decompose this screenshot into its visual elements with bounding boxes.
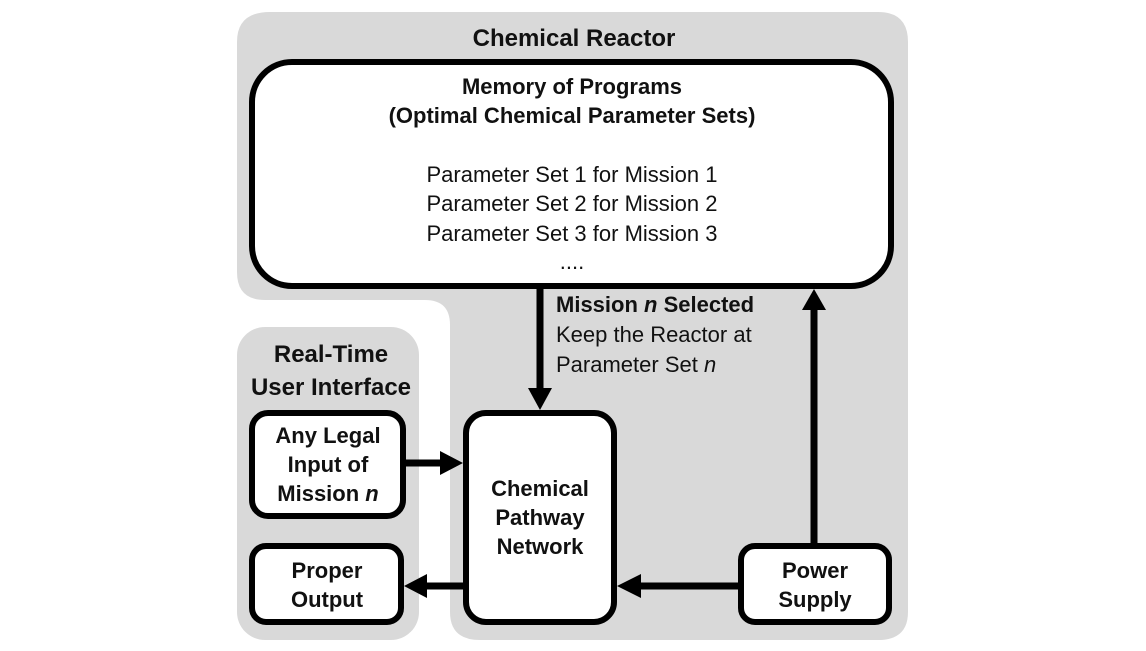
edge-label-line3-var: n [704, 352, 716, 377]
network-box-line2: Pathway [495, 505, 585, 530]
ui-panel-title-line2: User Interface [251, 374, 411, 401]
input-box-line3-var: n [365, 481, 378, 506]
edge-label-line1-pre: Mission [556, 292, 644, 317]
network-box: Chemical Pathway Network [463, 410, 617, 625]
power-box: Power Supply [738, 543, 892, 625]
memory-item-1: Parameter Set 1 for Mission 1 [426, 162, 717, 187]
power-box-line1: Power [782, 558, 848, 583]
arrow-power-to-memory [802, 289, 826, 543]
edge-label-line2: Keep the Reactor at [556, 322, 752, 347]
network-box-line1: Chemical [491, 476, 589, 501]
output-box-line2: Output [291, 587, 364, 612]
edge-label-line1-var: n [644, 292, 657, 317]
input-box-line2: Input of [288, 452, 369, 477]
ui-panel-title-line1: Real-Time [274, 341, 388, 368]
memory-title-line1: Memory of Programs [462, 74, 682, 99]
arrow-power-to-network [617, 574, 738, 598]
arrow-network-to-output [404, 574, 463, 598]
input-box: Any Legal Input of Mission n [249, 410, 406, 519]
network-box-line3: Network [497, 534, 585, 559]
power-box-line2: Supply [778, 587, 852, 612]
input-box-line3-pre: Mission [277, 481, 365, 506]
arrow-input-to-network [406, 451, 463, 475]
memory-box: Memory of Programs (Optimal Chemical Par… [249, 59, 894, 289]
mission-selected-label: Mission n Selected Keep the Reactor at P… [556, 292, 754, 377]
memory-item-3: Parameter Set 3 for Mission 3 [426, 221, 717, 246]
memory-item-ellipsis: .... [560, 249, 584, 274]
arrow-memory-to-network [528, 289, 552, 410]
edge-label-line3-pre: Parameter Set [556, 352, 704, 377]
output-box: Proper Output [249, 543, 404, 625]
output-box-line1: Proper [292, 558, 363, 583]
edge-label-line1-post: Selected [657, 292, 754, 317]
svg-text:Parameter Set n: Parameter Set n [556, 352, 716, 377]
reactor-title: Chemical Reactor [473, 25, 676, 52]
input-box-line1: Any Legal [275, 423, 380, 448]
memory-title-line2: (Optimal Chemical Parameter Sets) [389, 103, 756, 128]
svg-text:Mission n Selected: Mission n Selected [556, 292, 754, 317]
svg-text:Mission n: Mission n [277, 481, 378, 506]
memory-item-2: Parameter Set 2 for Mission 2 [426, 191, 717, 216]
